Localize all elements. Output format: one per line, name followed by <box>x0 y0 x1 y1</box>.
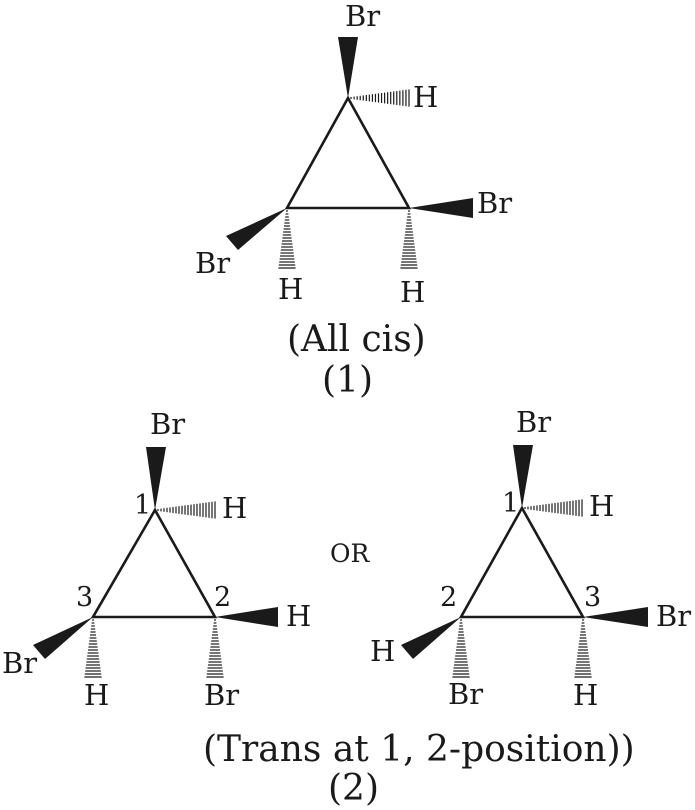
hashed-bond-2a-c1-h <box>157 501 216 519</box>
atom-right-br: Br <box>477 186 512 220</box>
atom-right-h: H <box>400 275 425 309</box>
hashed-bond-2a-c2-br <box>206 619 224 678</box>
cyclopropane-ring-2a <box>90 507 218 619</box>
caption-trans: (Trans at 1, 2-position)) <box>203 729 635 770</box>
caption-all-cis: (All cis) <box>287 319 426 360</box>
atom-top-br: Br <box>345 0 380 33</box>
separator-or: OR <box>330 539 370 568</box>
carbon-label-2a-2: 2 <box>214 582 231 613</box>
wedge-bond-2a-c3-br <box>33 617 93 659</box>
compound-number-2: (2) <box>328 768 379 809</box>
hashed-bond-2b-c3-h <box>574 619 592 678</box>
atom-2b-c1-h: H <box>589 489 614 523</box>
hashed-bond-2a-c3-h <box>84 619 102 678</box>
atom-2a-c1-br: Br <box>150 407 185 441</box>
wedge-bond-2b-c3-br <box>583 607 648 627</box>
atom-2b-c3-h: H <box>573 678 598 712</box>
atom-top-h: H <box>413 80 438 114</box>
wedge-bond-top-br <box>338 37 358 98</box>
wedge-bond-2a-c2-h <box>215 607 278 627</box>
atom-2b-c3-br: Br <box>656 599 691 633</box>
atom-2b-c2-br: Br <box>448 677 483 711</box>
wedge-bond-2a-c1-br <box>146 447 166 510</box>
atom-2a-c2-br: Br <box>204 678 239 712</box>
atom-2b-c2-h: H <box>370 634 395 668</box>
carbon-label-2a-1: 1 <box>134 490 151 521</box>
molecule-1: Br H Br H Br H (All cis) (1) <box>195 0 512 401</box>
carbon-label-2a-3: 3 <box>76 582 93 613</box>
wedge-bond-2b-c2-h <box>401 617 461 659</box>
molecule-2b: 1 2 3 Br H H Br Br H <box>370 405 691 712</box>
atom-2a-c3-br: Br <box>2 646 37 680</box>
cyclopropane-ring-1 <box>284 95 412 210</box>
wedge-bond-2b-c1-br <box>513 445 533 508</box>
hashed-bond-top-h <box>350 89 410 107</box>
wedge-bond-left-br <box>226 208 287 250</box>
cyclopropane-ring-2b <box>458 505 586 619</box>
wedge-bond-right-br <box>409 198 473 218</box>
molecule-2a: 1 2 3 Br H H Br Br H <box>2 407 311 712</box>
hashed-bond-left-h <box>278 210 296 269</box>
carbon-label-2b-2: 2 <box>440 582 457 613</box>
carbon-label-2b-3: 3 <box>584 582 601 613</box>
hashed-bond-2b-c2-br <box>452 619 470 678</box>
hashed-bond-right-h <box>400 210 418 269</box>
atom-2a-c1-h: H <box>222 491 247 525</box>
atom-left-h: H <box>278 272 303 306</box>
atom-left-br: Br <box>195 246 230 280</box>
atom-2b-c1-br: Br <box>516 405 551 439</box>
hashed-bond-2b-c1-h <box>524 499 583 517</box>
atom-2a-c2-h: H <box>286 599 311 633</box>
compound-number-1: (1) <box>322 360 373 401</box>
atom-2a-c3-h: H <box>84 678 109 712</box>
carbon-label-2b-1: 1 <box>502 488 519 519</box>
